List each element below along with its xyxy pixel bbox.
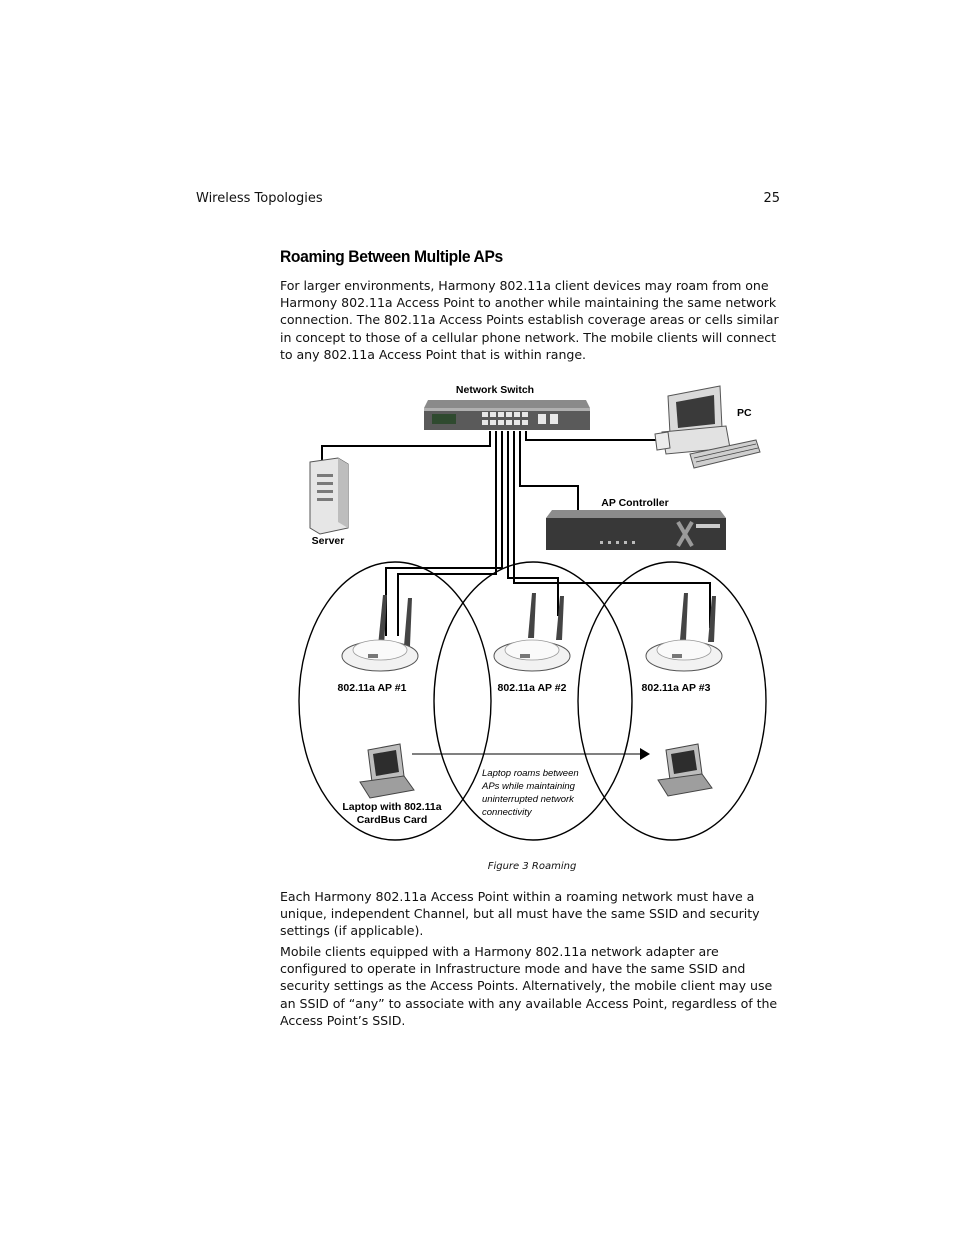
laptop-label-line2: CardBus Card xyxy=(357,814,428,826)
pc-icon xyxy=(655,386,760,468)
ap1-label: 802.11a AP #1 xyxy=(338,682,407,694)
cable-ap-controller xyxy=(520,431,578,510)
roaming-note-line2: APs while maintaining xyxy=(481,781,576,792)
roaming-note-line3: uninterrupted network xyxy=(482,794,575,805)
header-section-title: Wireless Topologies xyxy=(196,191,323,206)
ssid-paragraph: Each Harmony 802.11a Access Point within… xyxy=(280,888,784,940)
ap3-label: 802.11a AP #3 xyxy=(642,682,711,694)
laptop-label-line1: Laptop with 802.11a xyxy=(342,801,441,813)
roaming-diagram: Network Switch PC Server AP Controller 8… xyxy=(290,378,780,848)
running-header: Wireless Topologies 25 xyxy=(196,191,780,211)
roaming-note-line4: connectivity xyxy=(482,807,533,818)
cable-server xyxy=(322,431,490,460)
laptop-icon xyxy=(360,744,414,798)
cable-ap1b xyxy=(386,431,502,636)
cable-ap1 xyxy=(398,431,496,636)
roaming-laptop-icon xyxy=(658,744,712,796)
mobile-clients-paragraph: Mobile clients equipped with a Harmony 8… xyxy=(280,943,784,1029)
ap-controller-icon xyxy=(546,510,726,550)
roaming-arrow xyxy=(412,748,650,760)
coverage-cell-3 xyxy=(578,562,766,840)
page-number: 25 xyxy=(763,191,780,206)
network-switch-icon xyxy=(424,400,590,430)
cable-pc xyxy=(526,431,662,440)
server-icon xyxy=(310,458,348,534)
section-title: Roaming Between Multiple APs xyxy=(280,247,503,267)
roaming-diagram-svg: Network Switch PC Server AP Controller 8… xyxy=(290,378,780,848)
roaming-note-line1: Laptop roams between xyxy=(482,768,579,779)
server-label: Server xyxy=(312,535,345,547)
ap-controller-label: AP Controller xyxy=(601,497,668,509)
network-switch-label: Network Switch xyxy=(456,384,534,396)
access-point-1-icon xyxy=(342,595,418,671)
intro-paragraph: For larger environments, Harmony 802.11a… xyxy=(280,277,784,363)
figure-caption: Figure 3 Roaming xyxy=(280,861,784,872)
ap2-label: 802.11a AP #2 xyxy=(498,682,567,694)
pc-label: PC xyxy=(737,407,752,419)
